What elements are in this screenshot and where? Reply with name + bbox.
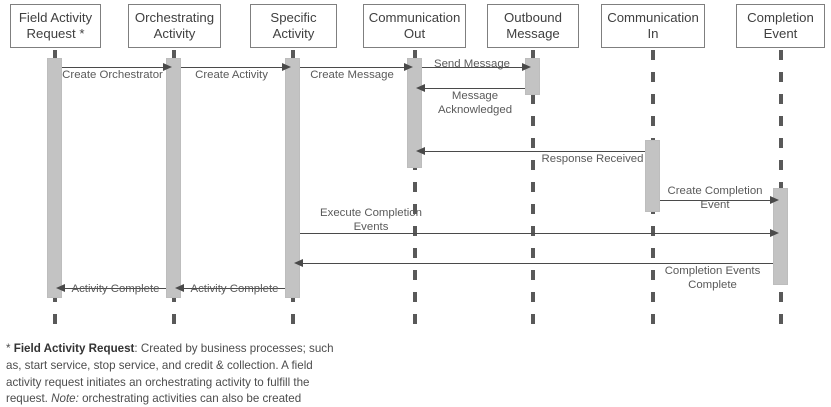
arrow-head-activity-complete-specific bbox=[175, 283, 184, 292]
message-line-execute-completion-events bbox=[300, 233, 770, 234]
arrow-head-create-orchestrator bbox=[163, 62, 172, 71]
actor-label-line1: Specific bbox=[270, 10, 317, 26]
activation-bar-specific-activity bbox=[285, 58, 300, 298]
activation-bar-completion-event bbox=[773, 188, 788, 285]
actor-label-line1: Outbound bbox=[504, 10, 562, 26]
actor-box-outbound-message[interactable]: Outbound Message bbox=[487, 4, 579, 48]
message-line-create-orchestrator bbox=[62, 67, 163, 68]
arrow-head-response-received bbox=[416, 146, 425, 155]
actor-label-line1: Orchestrating bbox=[134, 10, 215, 26]
message-line-activity-complete-orchestrating bbox=[65, 288, 166, 289]
message-label-completion-events-complete: Completion Events Complete bbox=[664, 265, 761, 292]
actor-label-line2: Request * bbox=[26, 26, 85, 41]
message-label-create-activity: Create Activity bbox=[195, 69, 268, 81]
actor-label-line1: Communication bbox=[368, 10, 461, 26]
footnote-note-body: orchestrating activities can also be cre… bbox=[82, 392, 302, 406]
message-label-create-completion-event: Create Completion Event bbox=[667, 185, 763, 212]
message-line-completion-events-complete bbox=[303, 263, 773, 264]
actor-label-line1: Communication bbox=[607, 10, 699, 26]
message-line-create-message bbox=[300, 67, 404, 68]
actor-box-communication-out[interactable]: Communication Out bbox=[363, 4, 466, 48]
actor-label-line2: Event bbox=[763, 26, 798, 41]
message-line-message-acknowledged bbox=[425, 88, 525, 89]
arrow-head-create-completion-event bbox=[770, 195, 779, 204]
message-label-activity-complete-specific: Activity Complete bbox=[190, 283, 279, 295]
actor-label-line2: Activity bbox=[272, 26, 315, 41]
arrow-head-execute-completion-events bbox=[770, 228, 779, 237]
activation-bar-field-activity-request bbox=[47, 58, 62, 298]
message-label-create-message: Create Message bbox=[310, 69, 394, 81]
message-line-activity-complete-specific bbox=[184, 288, 285, 289]
message-label-create-orchestrator: Create Orchestrator bbox=[62, 69, 163, 81]
actor-label-line2: Out bbox=[403, 26, 426, 41]
activation-bar-orchestrating-activity bbox=[166, 58, 181, 298]
message-line-create-activity bbox=[181, 67, 282, 68]
actor-box-completion-event[interactable]: Completion Event bbox=[736, 4, 825, 48]
message-label-activity-complete-orchestrating: Activity Complete bbox=[71, 283, 160, 295]
actor-label-line1: Field Activity bbox=[18, 10, 93, 26]
message-label-send-message: Send Message bbox=[434, 58, 510, 70]
message-line-send-message bbox=[422, 67, 522, 68]
footnote-term: Field Activity Request bbox=[13, 342, 135, 355]
footnote: * Field Activity Request: Created by bus… bbox=[6, 341, 346, 407]
actor-label-line2: Activity bbox=[153, 26, 196, 41]
lifeline-communication-out bbox=[413, 50, 417, 332]
actor-box-specific-activity[interactable]: Specific Activity bbox=[250, 4, 337, 48]
message-label-message-acknowledged: Message Acknowledged bbox=[437, 90, 513, 117]
actor-box-communication-in[interactable]: Communication In bbox=[601, 4, 705, 48]
footnote-marker: * bbox=[6, 342, 14, 355]
arrow-head-create-message bbox=[404, 62, 413, 71]
actor-label-line2: Message bbox=[506, 26, 560, 41]
activation-bar-communication-in bbox=[645, 140, 660, 212]
actor-label-line2: In bbox=[647, 26, 659, 41]
actor-label-line1: Completion bbox=[747, 10, 814, 26]
arrow-head-activity-complete-orchestrating bbox=[56, 283, 65, 292]
message-line-response-received bbox=[425, 151, 645, 152]
message-label-response-received: Response Received bbox=[541, 153, 644, 165]
footnote-note-label: Note: bbox=[51, 392, 79, 406]
arrow-head-completion-events-complete bbox=[294, 258, 303, 267]
message-line-create-completion-event bbox=[660, 200, 770, 201]
footnote-body: : Created by business processes; such as… bbox=[6, 342, 334, 406]
arrow-head-send-message bbox=[522, 62, 531, 71]
actor-box-field-activity-request[interactable]: Field Activity Request * bbox=[10, 4, 101, 48]
lifeline-outbound-message bbox=[531, 50, 535, 332]
arrow-head-message-acknowledged bbox=[416, 83, 425, 92]
message-label-execute-completion-events: Execute Completion Events bbox=[320, 207, 422, 234]
arrow-head-create-activity bbox=[282, 62, 291, 71]
actor-box-orchestrating-activity[interactable]: Orchestrating Activity bbox=[128, 4, 221, 48]
